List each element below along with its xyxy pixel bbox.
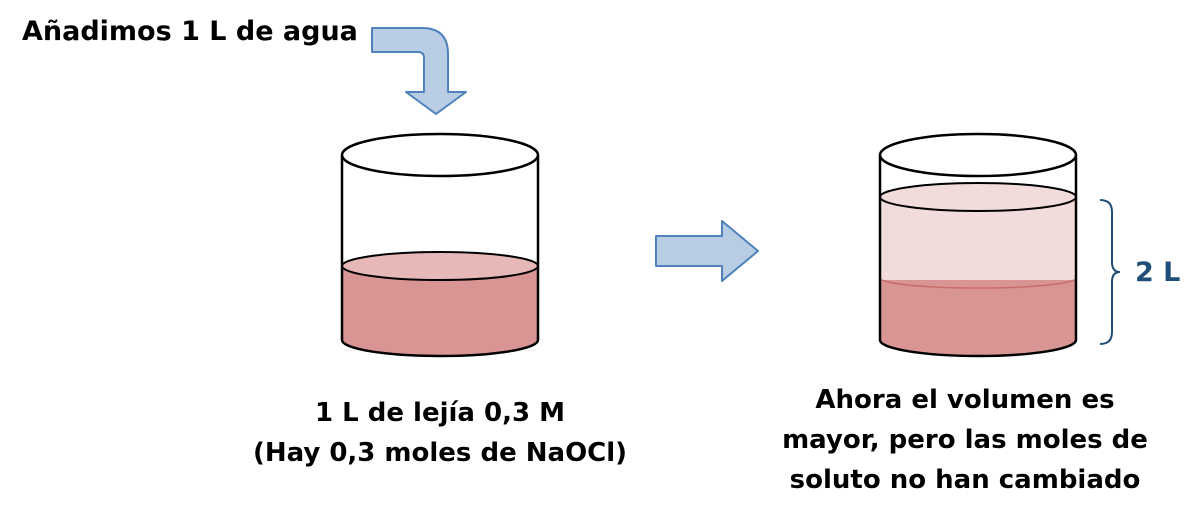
beaker-left-base — [340, 339, 540, 358]
right-caption-line2: mayor, pero las moles de — [782, 425, 1148, 455]
beaker-right-liquid-surface — [879, 182, 1077, 212]
left-caption: 1 L de lejía 0,3 M (Hay 0,3 moles de NaO… — [200, 393, 680, 473]
left-caption-line2: (Hay 0,3 moles de NaOCl) — [252, 438, 628, 468]
beaker-left — [340, 132, 540, 358]
beaker-right-solution — [880, 280, 1076, 356]
beaker-right — [878, 132, 1078, 358]
beaker-right-interface — [879, 277, 1077, 289]
right-caption-line3: soluto no han cambiado — [789, 465, 1141, 495]
transition-arrow-icon — [655, 220, 759, 282]
beaker-right-rim — [878, 132, 1078, 178]
volume-brace — [1099, 199, 1121, 345]
beaker-left-solution — [342, 266, 538, 356]
beaker-right-base — [878, 339, 1078, 358]
beaker-left-rim — [340, 132, 540, 178]
beaker-right-diluted-layer — [880, 197, 1076, 280]
beaker-left-solution-surface — [341, 251, 539, 281]
top-label: Añadimos 1 L de agua — [22, 16, 358, 47]
right-caption-line1: Ahora el volumen es — [815, 385, 1115, 415]
right-caption: Ahora el volumen es mayor, pero las mole… — [740, 380, 1190, 500]
volume-label: 2 L — [1135, 257, 1181, 288]
left-caption-line1: 1 L de lejía 0,3 M — [314, 398, 565, 428]
pour-arrow-icon — [371, 27, 467, 115]
